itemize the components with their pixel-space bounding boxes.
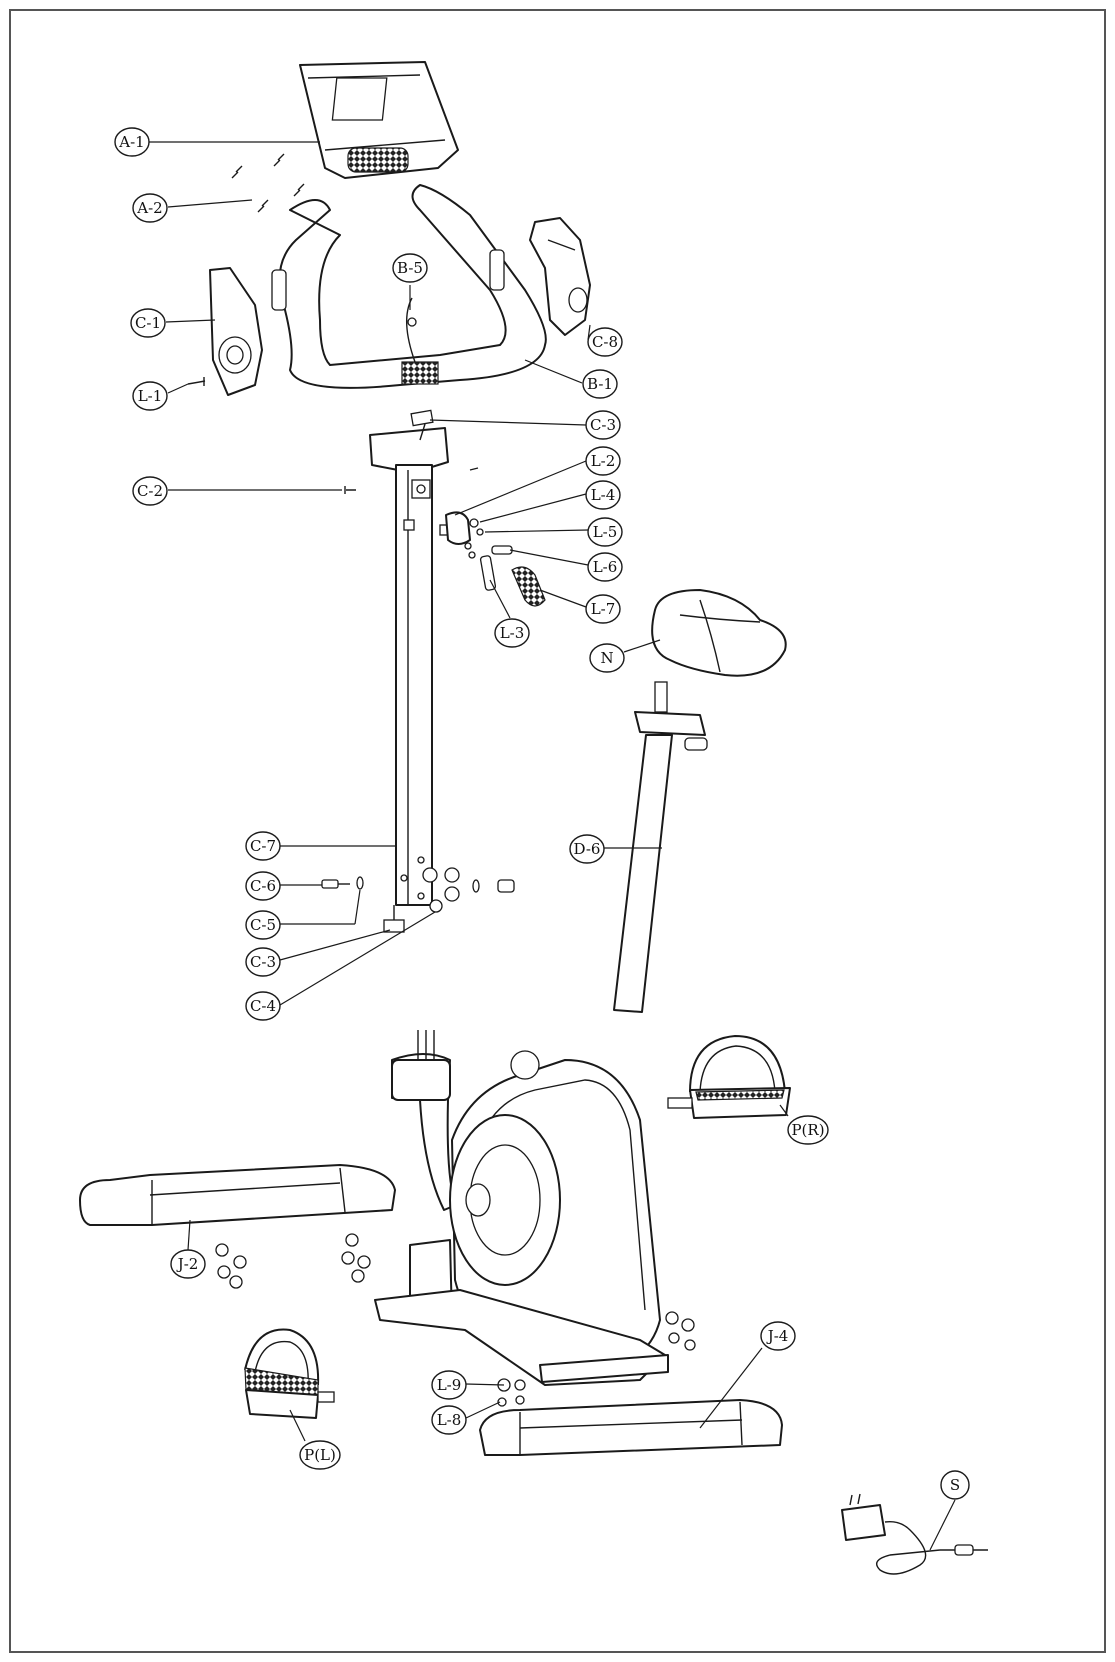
label-c7: C-7: [250, 837, 276, 855]
cover-screw: [187, 377, 206, 386]
callout-l9: L-9: [431, 1370, 467, 1400]
label-j4: J-4: [766, 1327, 789, 1345]
seat-adjust-hardware: [445, 511, 546, 607]
callout-a1: A-1: [114, 127, 150, 157]
label-d6: D-6: [574, 840, 601, 858]
handlebar-part: [271, 184, 547, 389]
left-pedal: [244, 1328, 335, 1419]
label-c4: C-4: [250, 997, 276, 1015]
rear-stabilizer: [479, 1399, 783, 1456]
label-a1: A-1: [118, 133, 144, 151]
callout-c3-bottom: C-3: [245, 947, 281, 977]
callout-l4: L-4: [585, 480, 621, 510]
callout-c8: C-8: [587, 327, 623, 357]
upright-column: [369, 409, 451, 933]
callout-l2: L-2: [585, 446, 621, 476]
callout-l8: L-8: [431, 1405, 467, 1435]
callout-b1: B-1: [582, 369, 618, 399]
label-l8: L-8: [437, 1411, 462, 1429]
leader-lines: [148, 141, 956, 1551]
callout-pl: P(L): [299, 1440, 341, 1470]
front-stabilizer: [79, 1164, 396, 1226]
callout-l7: L-7: [585, 594, 621, 624]
label-b1: B-1: [587, 375, 613, 393]
label-l3: L-3: [500, 624, 525, 642]
label-a2: A-2: [136, 199, 162, 217]
label-l9: L-9: [437, 1376, 462, 1394]
label-s: S: [950, 1476, 960, 1494]
callout-l3: L-3: [494, 618, 530, 648]
page-border: [9, 9, 1106, 1653]
stabilizer-bolts-left: [215, 1233, 371, 1289]
seat-part: [651, 589, 787, 677]
column-mount-hardware: [321, 867, 515, 913]
right-pedal: [667, 1035, 791, 1119]
callout-c1: C-1: [130, 308, 166, 338]
console-part: [299, 61, 459, 179]
callout-l6: L-6: [587, 552, 623, 582]
callout-s: S: [940, 1470, 970, 1500]
callout-n: N: [589, 643, 625, 673]
label-c5: C-5: [250, 916, 276, 934]
label-c2: C-2: [137, 482, 163, 500]
column-bolt-c2: [344, 486, 356, 494]
label-c3-top: C-3: [590, 416, 616, 434]
callout-l1: L-1: [132, 381, 168, 411]
callout-c6: C-6: [245, 871, 281, 901]
label-l4: L-4: [591, 486, 616, 504]
callout-c7: C-7: [245, 831, 281, 861]
callout-c4: C-4: [245, 991, 281, 1021]
label-l2: L-2: [591, 452, 616, 470]
callout-c2: C-2: [132, 476, 168, 506]
power-adapter: [841, 1493, 988, 1575]
callout-d6: D-6: [569, 834, 605, 864]
label-l6: L-6: [593, 558, 618, 576]
label-pr: P(R): [791, 1121, 824, 1139]
adjust-bolt: [469, 467, 479, 471]
callout-b5: B-5: [392, 253, 428, 283]
label-c1: C-1: [135, 314, 161, 332]
label-l5: L-5: [593, 523, 618, 541]
label-l1: L-1: [138, 387, 163, 405]
left-handlebar-cover: [209, 267, 263, 396]
callout-c5: C-5: [245, 910, 281, 940]
label-l7: L-7: [591, 600, 616, 618]
callout-pr: P(R): [787, 1115, 829, 1145]
callout-j4: J-4: [760, 1321, 796, 1351]
callout-c3-top: C-3: [585, 410, 621, 440]
seat-post: [613, 681, 708, 1013]
label-c8: C-8: [592, 333, 618, 351]
console-screws: [231, 153, 305, 213]
label-pl: P(L): [304, 1446, 336, 1464]
label-j2: J-2: [176, 1255, 199, 1273]
label-c3-bottom: C-3: [250, 953, 276, 971]
callout-l5: L-5: [587, 517, 623, 547]
callout-j2: J-2: [170, 1249, 206, 1279]
label-c6: C-6: [250, 877, 276, 895]
label-n: N: [600, 649, 613, 667]
main-frame: [374, 1030, 669, 1386]
right-handlebar-cover: [529, 217, 591, 336]
label-b5: B-5: [397, 259, 423, 277]
callout-a2: A-2: [132, 193, 168, 223]
